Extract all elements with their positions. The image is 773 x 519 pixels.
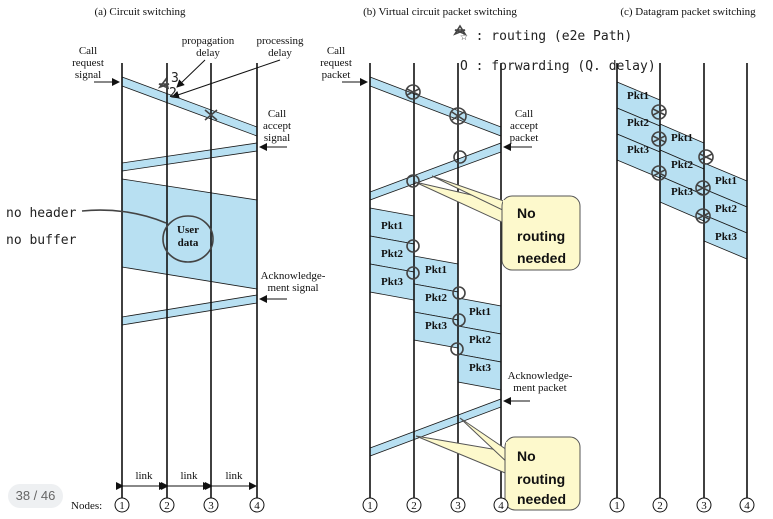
svg-text:needed: needed [517, 250, 566, 266]
processing-label-2: delay [268, 47, 292, 59]
vc-pkt2-hop1: Pkt2 [381, 248, 404, 260]
vc-pkt2-hop2: Pkt2 [425, 292, 448, 304]
svg-text:ment packet: ment packet [513, 382, 566, 394]
call-accept-band [121, 142, 258, 172]
svg-text:1: 1 [614, 500, 620, 512]
vc-pkt2-hop3: Pkt2 [469, 334, 492, 346]
svg-text:packet: packet [510, 132, 539, 144]
call-request-label-1: Call [79, 45, 97, 57]
svg-text:No: No [517, 205, 536, 221]
vc-pkt1-hop3: Pkt1 [469, 306, 491, 318]
title-virtual-circuit: (b) Virtual circuit packet switching [363, 6, 517, 18]
annotation-routing: ☆ : routing (e2e Path) [460, 29, 632, 44]
call-request-label-3: signal [75, 69, 101, 81]
svg-text:request: request [320, 57, 352, 69]
processing-label-1: processing [256, 35, 304, 47]
dg-pkt3-hop3: Pkt3 [715, 231, 738, 243]
svg-text:1: 1 [367, 500, 373, 512]
svg-text:4: 4 [498, 500, 504, 512]
call-accept-label-3: signal [264, 132, 290, 144]
mark-3: 3 [171, 71, 179, 86]
svg-text:2: 2 [657, 500, 663, 512]
ack-band [121, 294, 258, 326]
user-data-label-1: User [177, 224, 199, 236]
panel-circuit: Call request signal propagation delay pr… [6, 35, 326, 513]
callout-no-routing-1: No routing needed [414, 175, 581, 271]
dg-pkt1-hop1: Pkt1 [627, 90, 649, 102]
ack-signal-label-1: Acknowledge- [261, 270, 326, 282]
note-pointer-icon [81, 209, 167, 224]
call-accept-label-2: accept [263, 120, 291, 132]
vc-pkt3-hop3: Pkt3 [469, 362, 492, 374]
dg-pkt3-hop1: Pkt3 [627, 144, 650, 156]
svg-text:routing: routing [517, 471, 565, 487]
svg-text:4: 4 [254, 500, 260, 512]
datagram-routing-marks-icon [651, 104, 714, 224]
title-circuit: (a) Circuit switching [94, 6, 186, 18]
svg-text:packet: packet [322, 69, 351, 81]
legend-star-icon [453, 24, 467, 36]
vc-pkt1-hop1: Pkt1 [381, 220, 403, 232]
vc-pkt3-hop2: Pkt3 [425, 320, 448, 332]
svg-text:3: 3 [701, 500, 707, 512]
user-data-circle-icon [162, 215, 214, 263]
call-request-band [121, 76, 258, 137]
callout-no-routing-2: No routing needed [415, 417, 581, 511]
user-data-label-2: data [178, 237, 199, 249]
dg-pkt2-hop2: Pkt2 [671, 159, 694, 171]
dg-pkt1-hop3: Pkt1 [715, 175, 737, 187]
svg-text:4: 4 [744, 500, 750, 512]
svg-text:3: 3 [455, 500, 461, 512]
link-label-1: link [135, 470, 153, 482]
link-label-3: link [225, 470, 243, 482]
note-no-buffer: no buffer [6, 233, 77, 248]
ack-signal-label-2: ment signal [267, 282, 318, 294]
svg-text:Acknowledge-: Acknowledge- [508, 370, 573, 382]
svg-text:1: 1 [119, 500, 125, 512]
svg-text:3: 3 [208, 500, 214, 512]
propagation-label-2: delay [196, 47, 220, 59]
svg-text:No: No [517, 448, 536, 464]
panel-virtual-circuit: Call request packet Call accept packet A… [320, 24, 656, 513]
cross-mark-icon [204, 109, 218, 121]
link-label-2: link [180, 470, 198, 482]
svg-text:2: 2 [411, 500, 417, 512]
page-indicator: 38 / 46 [8, 484, 63, 508]
annotation-forwarding: O : forwarding (Q. delay) [460, 59, 656, 74]
svg-text:needed: needed [517, 491, 566, 507]
star-mark-icon [157, 77, 170, 90]
dg-pkt2-hop1: Pkt2 [627, 117, 650, 129]
note-no-header: no header [6, 206, 77, 221]
vc-pkt3-hop1: Pkt3 [381, 276, 404, 288]
mark-2: 2 [169, 86, 177, 101]
nodes-label: Nodes: [71, 500, 102, 512]
title-datagram: (c) Datagram packet switching [620, 6, 756, 18]
node-circles-b: 1 2 3 4 [362, 497, 509, 513]
dg-pkt3-hop2: Pkt3 [671, 186, 694, 198]
svg-text:2: 2 [164, 500, 170, 512]
forwarding-marks-icon [405, 84, 467, 356]
svg-text:Call: Call [327, 45, 345, 57]
vc-request-band [369, 76, 502, 137]
dg-pkt2-hop3: Pkt2 [715, 203, 738, 215]
node-circles-a: 1 2 3 4 [114, 497, 265, 513]
call-accept-label-1: Call [268, 108, 286, 120]
call-request-label-2: request [72, 57, 104, 69]
svg-text:accept: accept [510, 120, 538, 132]
vc-pkt1-hop2: Pkt1 [425, 264, 447, 276]
node-circles-c: 1 2 3 4 [609, 497, 755, 513]
svg-text:routing: routing [517, 228, 565, 244]
propagation-label-1: propagation [182, 35, 235, 47]
panel-datagram: Pkt1 Pkt2 Pkt3 Pkt1 Pkt2 Pkt3 Pkt1 Pkt2 … [609, 63, 755, 513]
svg-text:Call: Call [515, 108, 533, 120]
dg-pkt1-hop2: Pkt1 [671, 132, 693, 144]
link-spans: link link link [116, 470, 257, 490]
